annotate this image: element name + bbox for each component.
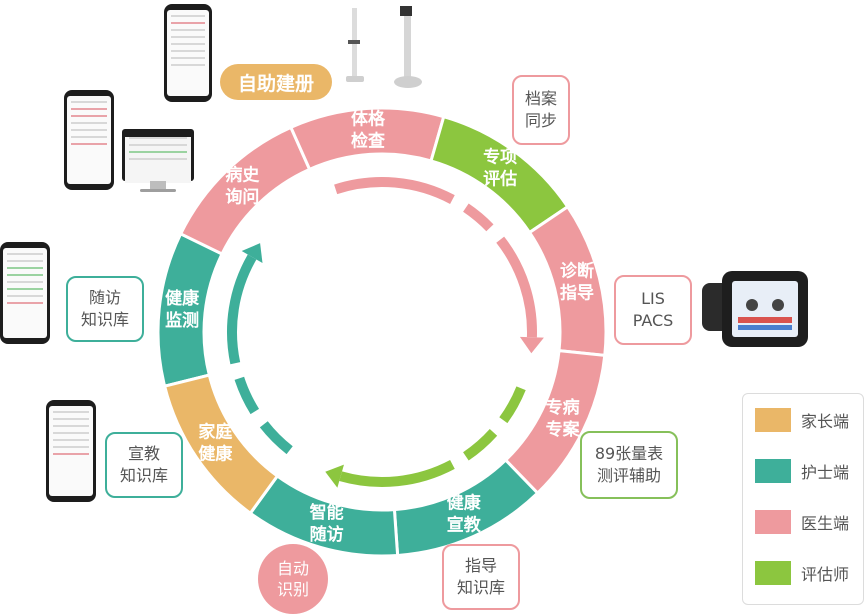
ring-segments	[156, 106, 608, 558]
flow-arrow-arc	[462, 428, 498, 461]
segment-label: 家庭健康	[198, 421, 233, 464]
monitor-base	[140, 189, 176, 192]
flow-arrow-head	[519, 336, 544, 354]
legend-swatch	[755, 510, 791, 534]
flow-arrow-arc	[259, 421, 293, 455]
auto-recognize-circle: 自动 识别	[258, 544, 328, 614]
segment-label: 诊断指导	[560, 260, 594, 303]
phone-device-image	[0, 242, 50, 344]
ring-segment	[156, 231, 225, 389]
flow-arrow-arc	[463, 203, 494, 232]
legend: 家长端 护士端 医生端 评估师	[742, 393, 864, 605]
segment-label: 体格检查	[351, 108, 386, 151]
segment-label: 专病专案	[546, 397, 581, 440]
followup-knowledge-box: 随访 知识库	[66, 276, 144, 342]
segment-label: 健康宣教	[447, 493, 482, 536]
phone-device-image	[64, 90, 114, 190]
height-measure-device-image	[346, 6, 422, 88]
legend-item: 评估师	[755, 561, 849, 585]
phone-device-image	[164, 4, 212, 102]
guide-knowledge-box: 指导 知识库	[442, 544, 520, 610]
legend-item: 护士端	[755, 459, 849, 483]
legend-label: 医生端	[801, 514, 850, 533]
lis-pacs-box: LIS PACS	[614, 275, 692, 345]
education-knowledge-box: 宣教 知识库	[105, 432, 183, 498]
segment-label: 健康监测	[165, 288, 200, 331]
segment-label: 病史询问	[225, 164, 260, 207]
legend-swatch	[755, 561, 791, 585]
legend-item: 医生端	[755, 510, 849, 534]
flow-arrow-arc	[496, 236, 537, 338]
phone-device-image	[46, 400, 96, 502]
legend-label: 家长端	[801, 412, 850, 431]
monitor-stand	[150, 181, 166, 190]
archive-sync-box: 档案 同步	[512, 75, 570, 145]
desktop-monitor-image	[122, 129, 194, 183]
legend-item: 家长端	[755, 408, 849, 432]
ring-segment	[162, 373, 280, 516]
legend-swatch	[755, 459, 791, 483]
flow-arrows	[227, 177, 544, 488]
flow-arrow-head	[325, 464, 344, 488]
scale-assist-box: 89张量表 测评辅助	[580, 431, 678, 499]
legend-swatch	[755, 408, 791, 432]
legend-label: 护士端	[801, 463, 850, 482]
flow-arrow-head	[241, 243, 263, 263]
flow-arrow-arc	[499, 386, 526, 424]
flow-arrow-arc	[227, 254, 257, 365]
segment-label: 专项评估	[483, 146, 517, 189]
flow-arrow-arc	[234, 376, 260, 415]
vision-screener-device-image	[702, 271, 808, 347]
segment-label: 智能随访	[310, 502, 344, 545]
flow-arrow-arc	[334, 177, 455, 204]
self-register-pill: 自助建册	[220, 64, 332, 100]
flow-arrow-arc	[339, 460, 455, 487]
legend-label: 评估师	[801, 565, 850, 584]
